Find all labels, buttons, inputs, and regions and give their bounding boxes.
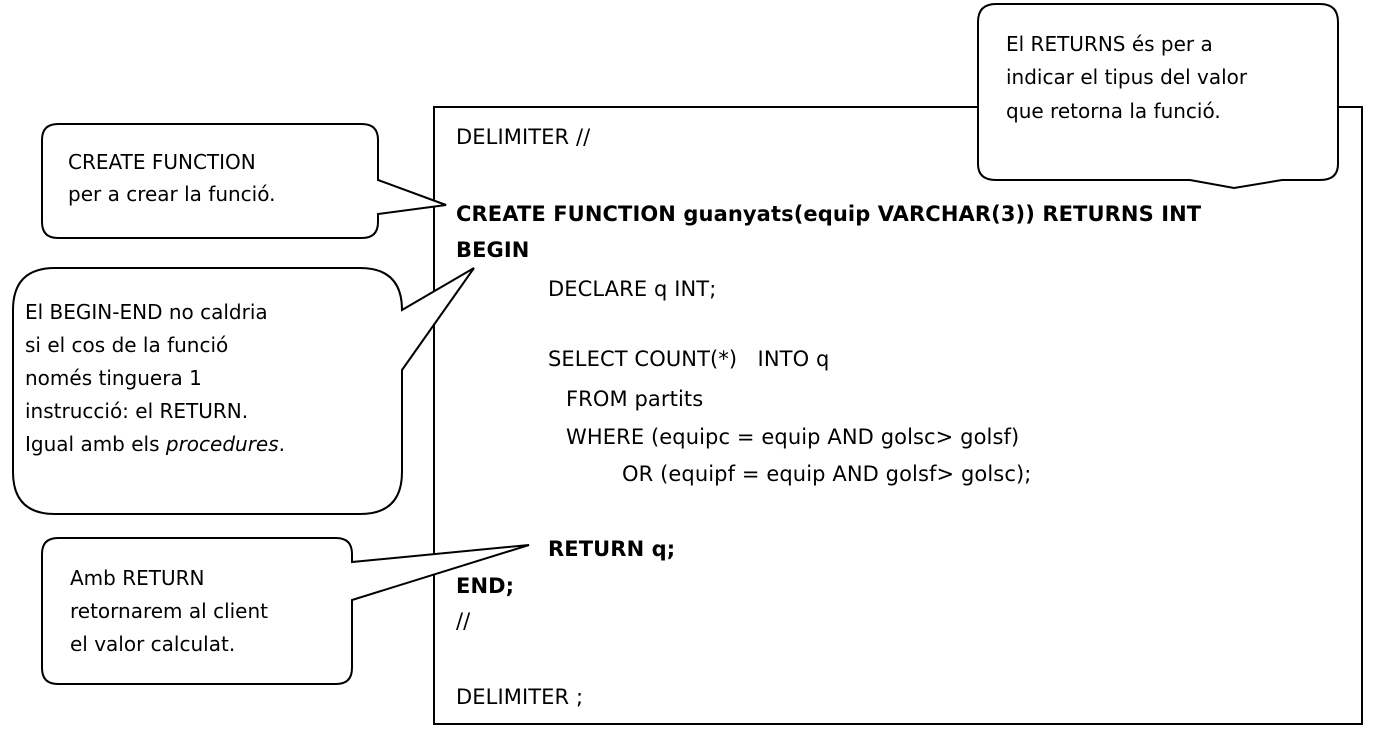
callout-return-line-3: el valor calculat. (70, 632, 236, 656)
callout-begin-end-line-1: El BEGIN-END no caldria (25, 300, 268, 324)
code-end: END; (456, 574, 515, 598)
code-slashes: // (456, 609, 471, 633)
code-select: SELECT COUNT(*) INTO q (548, 347, 830, 371)
callout-begin-end-line-2: si el cos de la funció (25, 333, 229, 357)
code-delimiter-close: DELIMITER ; (456, 685, 584, 709)
code-or: OR (equipf = equip AND golsf> golsc); (622, 462, 1032, 486)
callout-returns-line-1: El RETURNS és per a (1006, 32, 1213, 56)
callout-create-function (41, 123, 447, 239)
callout-returns (977, 3, 1339, 190)
code-box (433, 106, 1363, 725)
callout-begin-end-line-5-suffix: . (278, 432, 286, 456)
callout-returns-line-3: que retorna la funció. (1006, 99, 1221, 123)
callout-returns-line-2: indicar el tipus del valor (1006, 65, 1248, 89)
callout-begin-end-line-5-italic: procedures (165, 432, 279, 456)
callout-return (41, 537, 530, 685)
code-create-function: CREATE FUNCTION guanyats(equip VARCHAR(3… (456, 202, 1202, 226)
code-begin: BEGIN (456, 238, 530, 262)
code-delimiter-open: DELIMITER // (456, 125, 591, 149)
callout-begin-end-line-4: instrucció: el RETURN. (25, 399, 249, 423)
callout-return-line-1: Amb RETURN (70, 566, 205, 590)
code-from: FROM partits (566, 387, 704, 411)
callout-create-function-line-2: per a crear la funció. (68, 182, 276, 206)
code-where: WHERE (equipc = equip AND golsc> golsf) (566, 425, 1020, 449)
callout-create-function-line-1: CREATE FUNCTION (68, 150, 256, 174)
callout-begin-end (12, 267, 475, 515)
callout-begin-end-line-3: només tinguera 1 (25, 366, 202, 390)
callout-begin-end-line-5: Igual amb els procedures. (25, 432, 285, 456)
callout-return-line-2: retornarem al client (70, 599, 268, 623)
code-declare: DECLARE q INT; (548, 277, 717, 301)
callout-begin-end-line-5-prefix: Igual amb els (25, 432, 166, 456)
code-return: RETURN q; (548, 537, 676, 561)
